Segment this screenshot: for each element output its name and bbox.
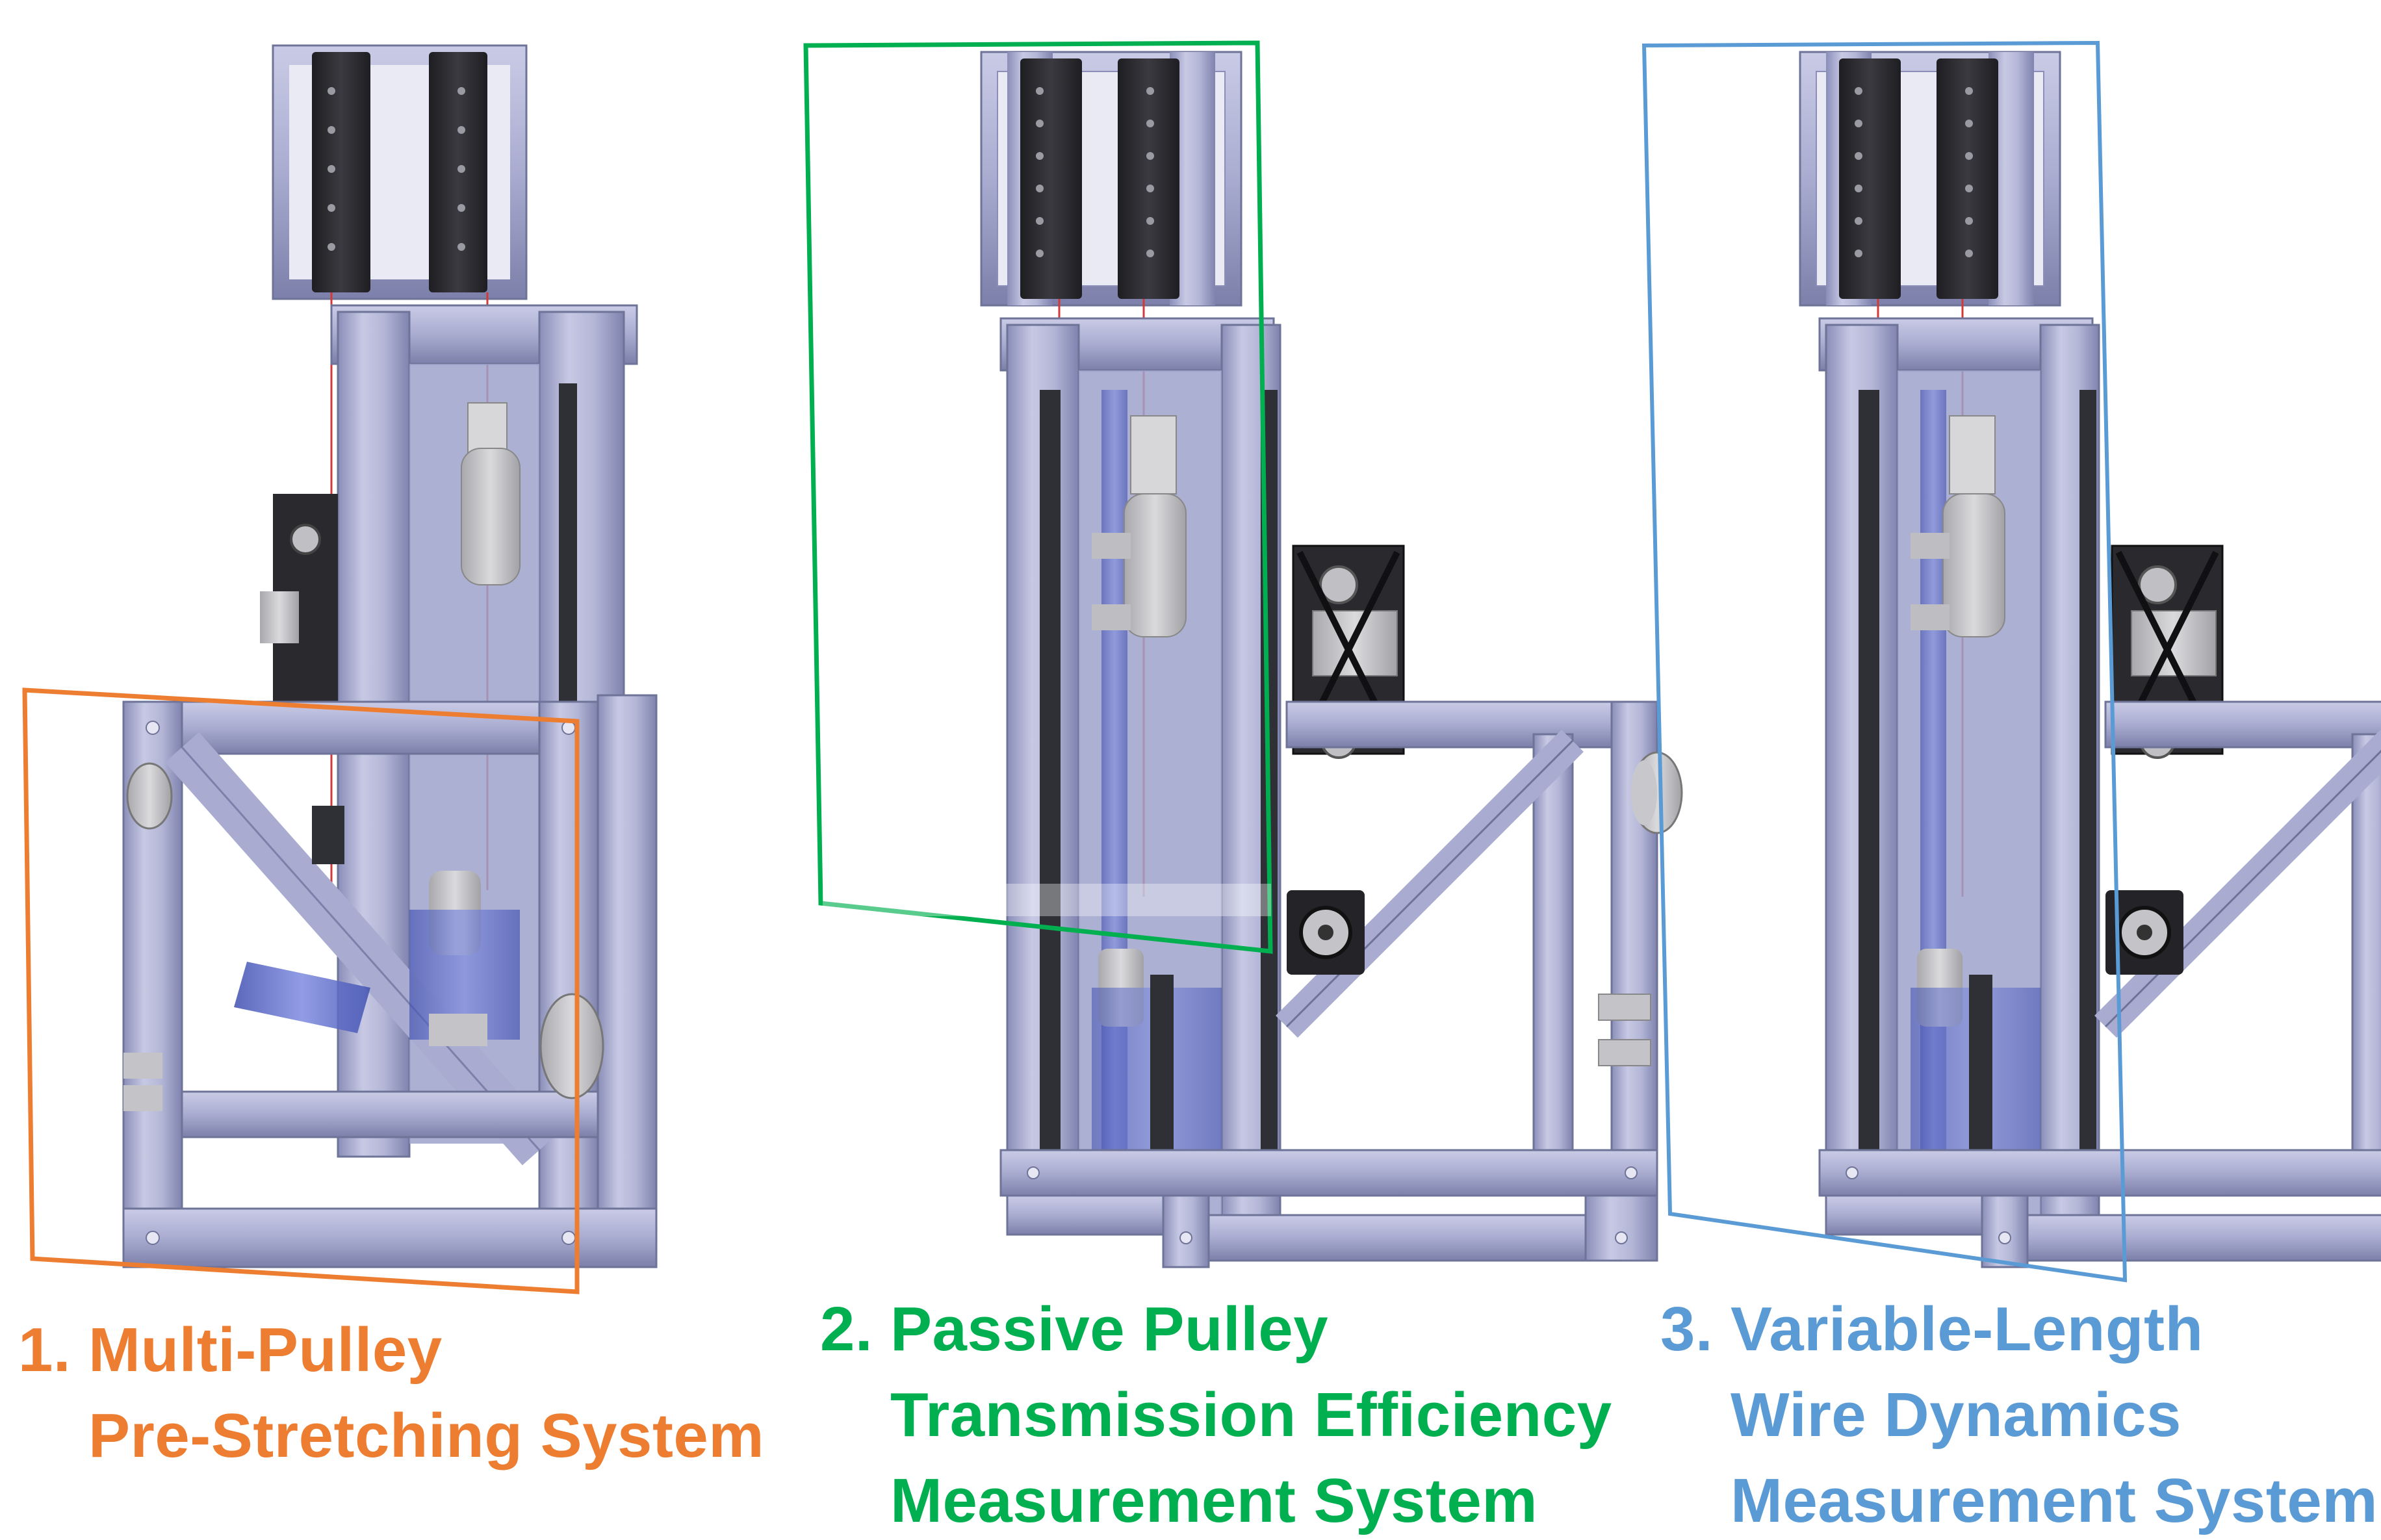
caption-1-line-1: Multi-Pulley — [88, 1315, 443, 1385]
caption-1-line-2: Pre-Stretching System — [88, 1401, 765, 1470]
rig-2-transmission-efficiency — [981, 52, 1682, 1267]
highlight-box-3 — [1641, 40, 2128, 1283]
highlight-box-2 — [803, 40, 1273, 954]
highlight-box-1 — [22, 687, 580, 1294]
caption-2-line-3: Measurement System — [890, 1466, 1538, 1535]
caption-2-line-1: Passive Pulley — [890, 1294, 1329, 1364]
caption-2-line-2: Transmission Efficiency — [890, 1380, 1612, 1450]
caption-3-line-3: Measurement System — [1731, 1466, 2378, 1535]
rig-1-pre-stretching — [122, 44, 658, 1268]
rig-3-wire-dynamics — [1800, 52, 2381, 1267]
caption-2-number: 2. — [820, 1294, 873, 1364]
caption-3-line-2: Wire Dynamics — [1731, 1380, 2182, 1450]
caption-1-number: 1. — [18, 1315, 71, 1385]
caption-3-number: 3. — [1660, 1294, 1714, 1364]
caption-3-line-1: Variable-Length — [1731, 1294, 2204, 1364]
